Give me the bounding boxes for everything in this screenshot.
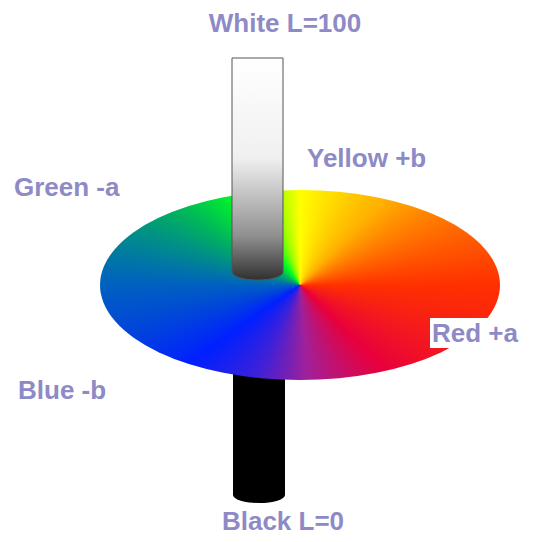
white-column <box>232 58 283 280</box>
black-column <box>233 365 285 495</box>
black-column-base <box>233 487 285 503</box>
axis-label: Blue -b <box>16 375 108 405</box>
axis-label: Black L=0 <box>220 506 346 536</box>
axis-label: Green -a <box>12 172 122 202</box>
color-disc <box>100 190 500 380</box>
axis-label: Yellow +b <box>305 143 428 173</box>
axis-label: White L=100 <box>207 8 363 38</box>
axis-label: Red +a <box>430 318 520 348</box>
